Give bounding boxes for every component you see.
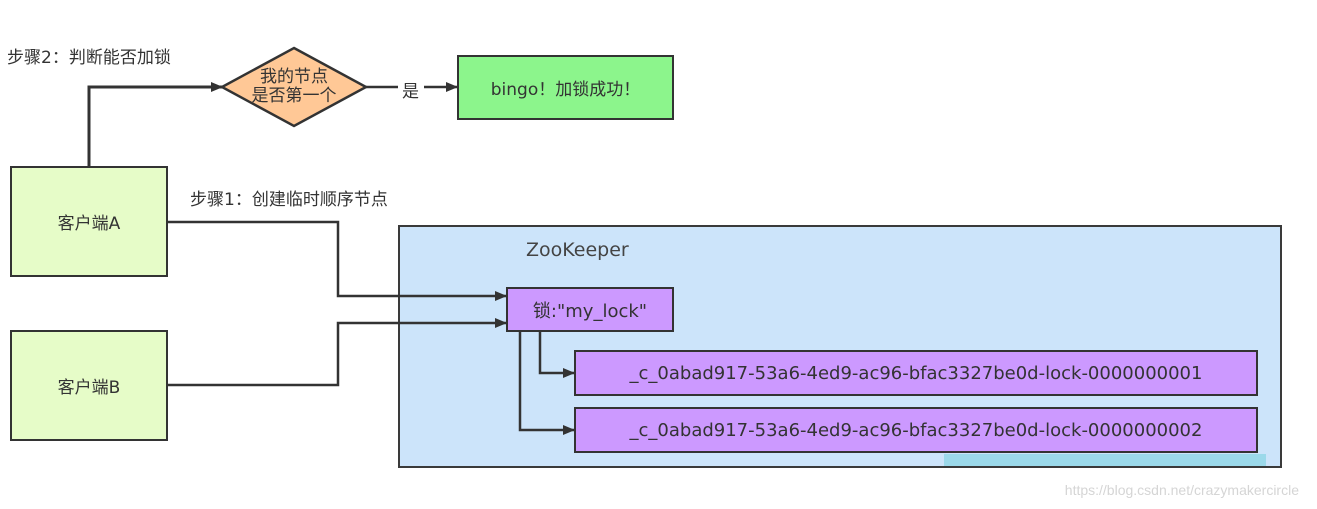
decision-text: 我的节点 是否第一个: [234, 68, 354, 106]
decision-line2: 是否第一个: [251, 86, 337, 106]
watermark: https://blog.csdn.net/crazymakercircle: [1064, 482, 1299, 498]
edge-lock-to-child2: [518, 331, 575, 435]
yes-label: 是: [402, 77, 419, 102]
client-b-box: 客户端B: [10, 330, 168, 441]
child-node-2: _c_0abad917-53a6-4ed9-ac96-bfac3327be0d-…: [574, 407, 1258, 453]
edge-clientA-to-decision: [87, 82, 223, 166]
client-a-box: 客户端A: [10, 166, 168, 277]
decision-line1: 我的节点: [260, 67, 328, 87]
edge-clientB-to-lock: [167, 318, 507, 387]
child-node-1: _c_0abad917-53a6-4ed9-ac96-bfac3327be0d-…: [574, 350, 1258, 396]
lock-node: 锁:"my_lock": [506, 287, 674, 332]
edge-lock-to-child1: [538, 331, 575, 378]
overlay-bar: [944, 454, 1266, 466]
step2-label: 步骤2：判断能否加锁: [7, 48, 171, 68]
step1-label: 步骤1：创建临时顺序节点: [190, 190, 388, 210]
decision-diamond: [219, 46, 369, 128]
zookeeper-title: ZooKeeper: [526, 239, 629, 261]
edge-clientA-to-lock: [167, 220, 507, 301]
success-box: bingo！加锁成功！: [457, 55, 674, 120]
